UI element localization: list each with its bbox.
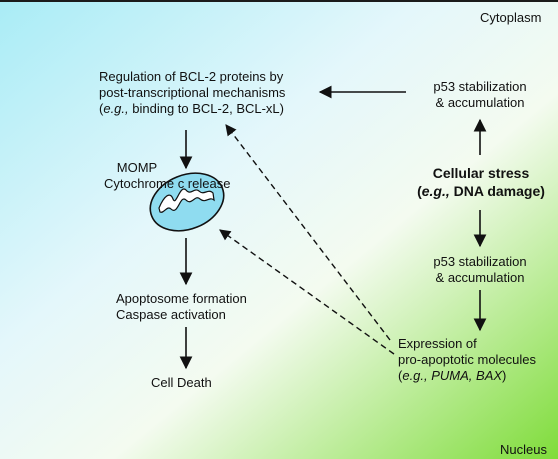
apoptosome-node: Apoptosome formation Caspase activation xyxy=(116,291,247,323)
bcl2-examples: binding to BCL-2, BCL-xL) xyxy=(128,101,284,116)
cellular-stress-line2: (e.g., DNA damage) xyxy=(406,182,556,200)
cellular-stress-line1: Cellular stress xyxy=(432,165,530,181)
p53-top-line1: p53 stabilization xyxy=(433,79,527,94)
eg-text: e.g., xyxy=(103,101,129,116)
dashed-arrow-pro-apoptotic-to-mitochondrion xyxy=(219,229,395,355)
bcl2-regulation-line1: Regulation of BCL-2 proteins by xyxy=(99,69,284,84)
cellular-stress-node: Cellular stress (e.g., DNA damage) xyxy=(406,164,556,200)
pro-apoptotic-expression-node: Expression of pro-apoptotic molecules (e… xyxy=(398,336,536,384)
pro-apoptotic-line1: Expression of xyxy=(398,336,477,351)
momp-line2: Cytochrome c release xyxy=(104,176,231,191)
p53-stabilization-bottom-node: p53 stabilization & accumulation xyxy=(413,254,547,286)
p53-bottom-line2: & accumulation xyxy=(435,270,525,285)
p53-stabilization-top-node: p53 stabilization & accumulation xyxy=(413,79,547,111)
dashed-arrow-pro-apoptotic-to-bcl2-regulation xyxy=(225,124,391,341)
p53-bottom-line1: p53 stabilization xyxy=(433,254,527,269)
stress-example: DNA damage) xyxy=(449,183,545,199)
momp-line1: MOMP xyxy=(116,160,158,175)
eg-text: e.g., xyxy=(421,183,450,199)
apoptosome-line1: Apoptosome formation xyxy=(116,291,247,306)
bcl2-regulation-line2: post-transcriptional mechanisms xyxy=(99,85,286,100)
pro-apoptotic-line2: pro-apoptotic molecules xyxy=(398,352,537,367)
p53-top-line2: & accumulation xyxy=(435,95,525,110)
mitochondrion-icon xyxy=(149,172,225,232)
paren-open: ( xyxy=(398,368,403,383)
momp-node: MOMP Cytochrome c release xyxy=(104,160,230,192)
paren-open: ( xyxy=(99,101,104,116)
nucleus-label: Nucleus xyxy=(500,442,547,457)
top-border xyxy=(0,0,558,2)
cytoplasm-label: Cytoplasm xyxy=(480,10,542,25)
paren-open: ( xyxy=(417,183,422,199)
pro-apoptotic-line3: (e.g., PUMA, BAX) xyxy=(398,368,536,384)
paren-close: ) xyxy=(502,368,507,383)
bcl2-regulation-node: Regulation of BCL-2 proteins by post-tra… xyxy=(99,69,286,117)
cell-death-node: Cell Death xyxy=(151,375,212,390)
pro-apoptotic-examples: e.g., PUMA, BAX xyxy=(402,368,503,383)
apoptosome-line2: Caspase activation xyxy=(116,307,226,322)
bcl2-regulation-line3: (e.g., binding to BCL-2, BCL-xL) xyxy=(99,101,284,117)
